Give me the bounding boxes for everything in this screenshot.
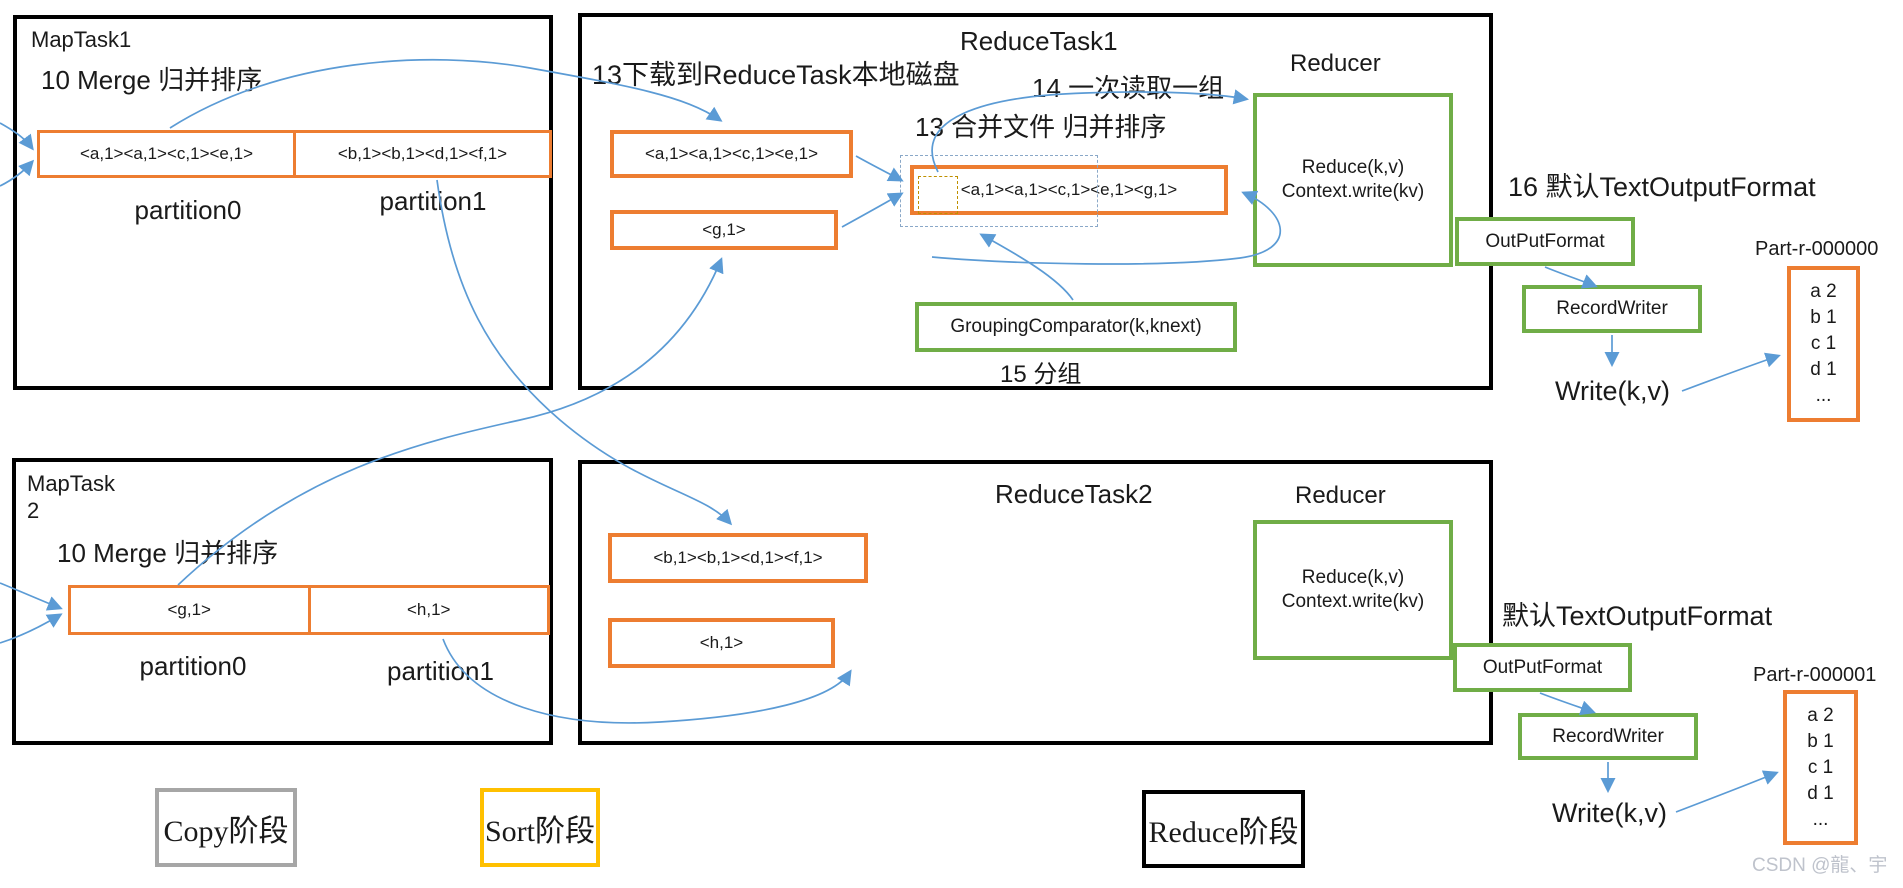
output2-write-label: Write(k,v)	[1552, 798, 1667, 828]
reducetask1-read-group-label: 14 一次读取一组	[1032, 73, 1225, 103]
reducetask1-download-label: 13下载到ReduceTask本地磁盘	[592, 60, 960, 90]
maptask1-partition0-data: <a,1><a,1><c,1><e,1>	[80, 144, 253, 163]
maptask1-merge-label: 10 Merge 归并排序	[41, 65, 263, 95]
maptask1-partition-row: <a,1><a,1><c,1><e,1> <b,1><b,1><d,1><f,1…	[37, 130, 552, 178]
output2-format-label: 默认TextOutputFormat	[1502, 601, 1773, 631]
reducetask2-box: ReduceTask2 Reducer <b,1><b,1><d,1><f,1>…	[578, 460, 1493, 745]
output2-recordwriter-box: RecordWriter	[1518, 713, 1698, 760]
maptask2-merge-label: 10 Merge 归并排序	[57, 538, 279, 568]
phase-copy-box: Copy阶段	[155, 788, 297, 867]
reducetask1-file2: <g,1>	[610, 210, 838, 250]
maptask1-title: MapTask1	[31, 27, 132, 52]
part-row: ...	[1815, 385, 1832, 406]
reducetask1-title: ReduceTask1	[960, 26, 1118, 56]
one-group-highlight	[918, 176, 958, 214]
reducetask1-box: ReduceTask1 13下载到ReduceTask本地磁盘 14 一次读取一…	[578, 13, 1493, 390]
reducetask1-reducer-box: Reduce(k,v) Context.write(kv)	[1253, 93, 1453, 267]
maptask2-title-line1: MapTask	[27, 471, 116, 496]
reducetask2-reducer-label: Reducer	[1295, 482, 1386, 509]
grouping-comparator-box: GroupingComparator(k,knext)	[915, 302, 1237, 352]
reducer-line2: Context.write(kv)	[1281, 181, 1425, 202]
grouping-label: 15 分组	[1000, 361, 1082, 388]
maptask2-partition0-data: <g,1>	[167, 600, 212, 619]
arrow-outputformat-to-recordwriter-bottom	[1539, 692, 1596, 716]
output1-part-title: Part-r-000000	[1755, 238, 1879, 260]
output1-recordwriter-box: RecordWriter	[1522, 285, 1702, 333]
reducer-line2: Context.write(kv)	[1281, 591, 1425, 612]
reducetask1-merge-label: 13 合并文件 归并排序	[915, 112, 1167, 142]
output2-outputformat-box: OutPutFormat	[1453, 643, 1632, 692]
reducetask2-file1: <b,1><b,1><d,1><f,1>	[608, 533, 868, 583]
maptask2-partition1-label: partition1	[387, 656, 494, 686]
reducetask1-file1: <a,1><a,1><c,1><e,1>	[610, 130, 853, 178]
part-row: c 1	[1807, 757, 1834, 778]
part-row: a 2	[1810, 281, 1837, 302]
maptask2-partition1-data: <h,1>	[307, 588, 548, 632]
part-row: b 1	[1810, 307, 1837, 328]
maptask1-partition1-data: <b,1><b,1><d,1><f,1>	[293, 133, 549, 175]
watermark: CSDN @龍、宇	[1752, 855, 1888, 876]
output2-part-title: Part-r-000001	[1753, 664, 1877, 686]
maptask2-box: MapTask 2 10 Merge 归并排序 <g,1> <h,1> part…	[12, 458, 553, 745]
reducer-body: Reduce(k,v) Context.write(kv)	[1282, 156, 1425, 204]
reducer-line1: Reduce(k,v)	[1301, 157, 1405, 178]
maptask2-title: MapTask 2	[27, 470, 115, 524]
maptask2-partition0-label: partition0	[139, 651, 247, 681]
arrow-write-to-part-bottom	[1675, 770, 1779, 813]
phase-sort-box: Sort阶段	[480, 788, 600, 867]
output1-write-label: Write(k,v)	[1555, 376, 1670, 406]
reducetask2-reducer-box: Reduce(k,v) Context.write(kv)	[1253, 520, 1453, 660]
part-row: d 1	[1810, 359, 1837, 380]
phase-reduce-box: Reduce阶段	[1142, 790, 1305, 868]
arrow-outputformat-to-recordwriter-top	[1544, 266, 1598, 289]
arrow-write-to-part-top	[1681, 352, 1781, 392]
output1-part-file: a 2 b 1 c 1 d 1 ...	[1787, 266, 1860, 422]
maptask1-partition0-label: partition0	[134, 195, 242, 225]
reducetask1-reducer-label: Reducer	[1290, 50, 1381, 77]
reducetask2-title: ReduceTask2	[995, 479, 1153, 509]
maptask1-partition1-label: partition1	[379, 186, 487, 216]
reducer-body: Reduce(k,v) Context.write(kv)	[1282, 566, 1425, 614]
maptask2-partition-row: <g,1> <h,1>	[68, 585, 550, 635]
part-row: b 1	[1807, 731, 1834, 752]
part-row: c 1	[1810, 333, 1837, 354]
part-row: d 1	[1807, 783, 1834, 804]
output2-part-file: a 2 b 1 c 1 d 1 ...	[1783, 690, 1858, 845]
part-row: ...	[1812, 809, 1829, 830]
reducer-line1: Reduce(k,v)	[1301, 567, 1405, 588]
output1-format-label: 16 默认TextOutputFormat	[1508, 172, 1816, 202]
output1-outputformat-box: OutPutFormat	[1455, 217, 1635, 266]
maptask2-title-line2: 2	[27, 498, 40, 523]
part-row: a 2	[1807, 705, 1834, 726]
reducetask2-file2: <h,1>	[608, 618, 835, 668]
maptask1-box: MapTask1 10 Merge 归并排序 <a,1><a,1><c,1><e…	[13, 15, 553, 390]
